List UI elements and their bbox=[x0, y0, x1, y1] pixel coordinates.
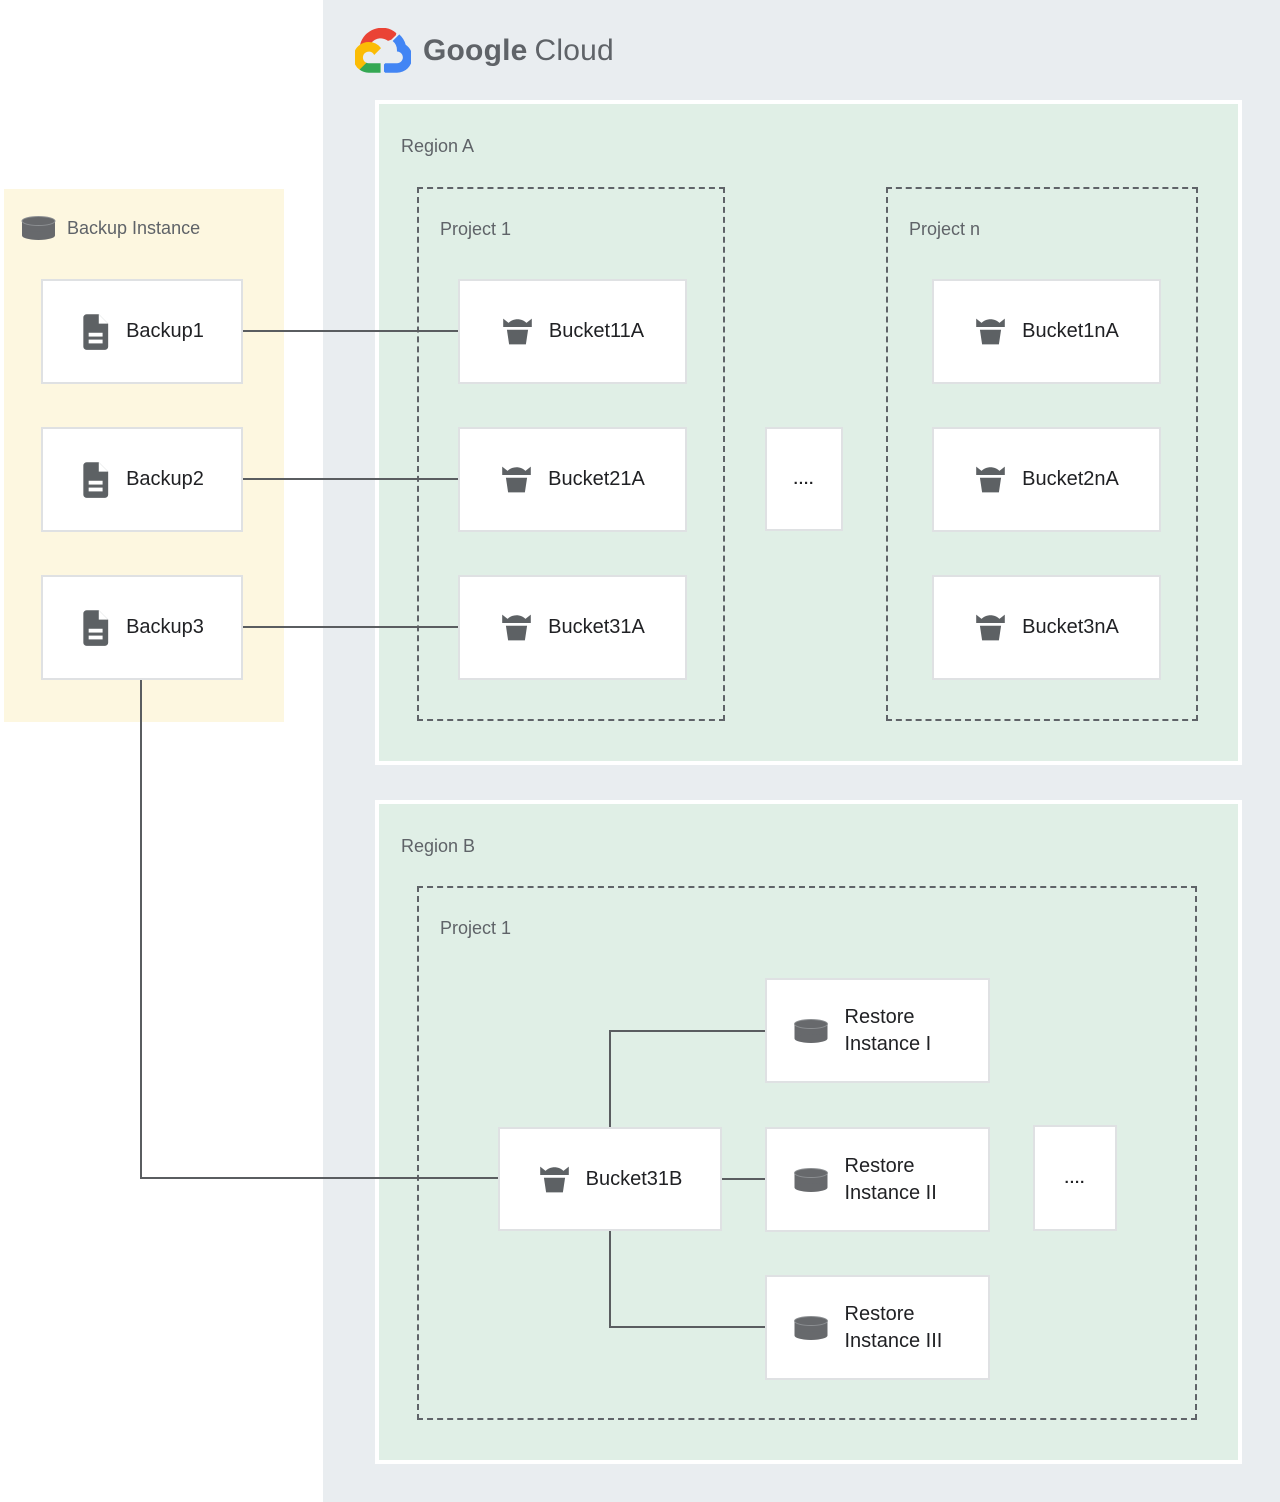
logo-brand: Google bbox=[423, 33, 528, 67]
node-backup3: Backup3 bbox=[41, 575, 243, 680]
node-label: Bucket2nA bbox=[1022, 468, 1119, 490]
node-backup2: Backup2 bbox=[41, 427, 243, 532]
node-restore-instance-3: Restore Instance III bbox=[765, 1275, 990, 1380]
node-label: Bucket1nA bbox=[1022, 320, 1119, 342]
bucket-icon bbox=[976, 318, 1005, 345]
document-icon bbox=[83, 461, 109, 498]
connector-backup3-bucket31b-horizontal bbox=[140, 1177, 498, 1179]
region-a-project-n: Project n bbox=[886, 187, 1198, 721]
node-label: Bucket11A bbox=[548, 320, 645, 342]
bucket-icon bbox=[503, 318, 532, 345]
logo-product: Cloud bbox=[534, 33, 614, 67]
node-bucket31b: Bucket31B bbox=[498, 1127, 722, 1231]
connector-backup1-bucket11a bbox=[243, 330, 458, 332]
ellipsis-label: .... bbox=[1064, 1169, 1086, 1187]
node-bucket21a: Bucket21A bbox=[458, 427, 687, 532]
bucket-icon bbox=[502, 614, 531, 641]
connector-bucket31b-restore1-vertical bbox=[609, 1030, 611, 1127]
node-bucket3na: Bucket3nA bbox=[932, 575, 1161, 680]
node-bucket2na: Bucket2nA bbox=[932, 427, 1161, 532]
node-label: Backup3 bbox=[126, 616, 204, 638]
database-icon bbox=[793, 1018, 828, 1043]
database-icon bbox=[793, 1167, 828, 1192]
bucket-icon bbox=[976, 466, 1005, 493]
connector-bucket31b-restore2 bbox=[722, 1178, 765, 1180]
connector-backup2-bucket21a bbox=[243, 478, 458, 480]
region-a-label: Region A bbox=[401, 136, 475, 156]
connector-bucket31b-restore1-horizontal bbox=[609, 1030, 765, 1032]
node-bucket11a: Bucket11A bbox=[458, 279, 687, 384]
node-restore-instance-1: Restore Instance I bbox=[765, 978, 990, 1083]
bucket-icon bbox=[539, 1166, 569, 1192]
connector-backup3-bucket31b-vertical bbox=[140, 680, 142, 1179]
document-icon bbox=[83, 313, 109, 350]
bucket-icon bbox=[502, 466, 531, 493]
region-a-project-n-label: Project n bbox=[909, 219, 981, 239]
node-label: Restore Instance I bbox=[844, 1005, 932, 1055]
node-restore-instance-2: Restore Instance II bbox=[765, 1127, 990, 1232]
connector-bucket31b-restore3-vertical bbox=[609, 1231, 611, 1328]
bucket-icon bbox=[976, 614, 1005, 641]
node-bucket31a: Bucket31A bbox=[458, 575, 687, 680]
region-b-ellipsis: .... bbox=[1033, 1125, 1117, 1231]
connector-bucket31b-restore3-horizontal bbox=[609, 1326, 765, 1328]
document-icon bbox=[83, 609, 109, 646]
region-a-project-1-label: Project 1 bbox=[440, 219, 512, 239]
node-label: Restore Instance II bbox=[844, 1154, 937, 1204]
node-label: Bucket31B bbox=[585, 1167, 683, 1190]
backup-panel-title: Backup Instance bbox=[67, 217, 201, 238]
ellipsis-label: .... bbox=[793, 470, 815, 488]
node-label: Bucket3nA bbox=[1022, 616, 1119, 638]
connector-backup3-bucket31a bbox=[243, 626, 458, 628]
node-label: Backup2 bbox=[126, 468, 204, 490]
node-label: Backup1 bbox=[126, 320, 204, 342]
backup-panel-header: Backup Instance bbox=[20, 215, 200, 241]
region-b-project-1: Project 1 bbox=[417, 886, 1197, 1420]
node-label: Bucket31A bbox=[548, 616, 645, 638]
region-b-project-1-label: Project 1 bbox=[440, 918, 512, 938]
google-cloud-icon bbox=[355, 28, 411, 73]
node-backup1: Backup1 bbox=[41, 279, 243, 384]
region-b-label: Region B bbox=[401, 836, 476, 856]
node-label: Restore Instance III bbox=[844, 1302, 943, 1352]
database-icon bbox=[21, 216, 56, 241]
region-a-project-1: Project 1 bbox=[417, 187, 725, 721]
database-icon bbox=[793, 1315, 828, 1340]
node-label: Bucket21A bbox=[548, 468, 645, 490]
node-bucket1na: Bucket1nA bbox=[932, 279, 1161, 384]
region-a-ellipsis: .... bbox=[765, 427, 843, 531]
